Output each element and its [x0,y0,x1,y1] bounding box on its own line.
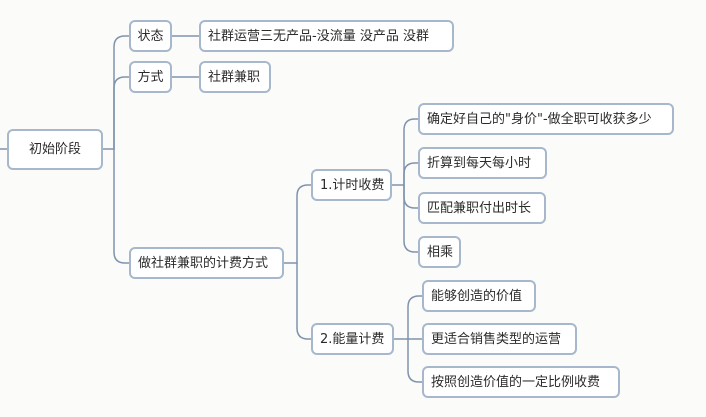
time-trunk-line [392,118,418,186]
capacity-item-node[interactable]: 能够创造的价值 [422,280,536,312]
capacity-item-node[interactable]: 按照创造价值的一定比例收费 [422,366,620,398]
root-to-billing-line [113,149,129,264]
method-detail-node[interactable]: 社群兼职 [199,61,271,93]
time-to-item3-line [403,185,418,209]
capacity-item-node[interactable]: 更适合销售类型的运营 [422,323,577,355]
root-to-method-line [113,76,129,149]
status-detail-node[interactable]: 社群运营三无产品-没流量 没产品 没群 [199,20,454,52]
method-node[interactable]: 方式 [129,61,172,93]
billing-to-capacity-line [296,263,311,340]
billing-trunk-line [284,184,311,264]
capacity-to-item3-line [407,339,422,383]
time-billing-node[interactable]: 1.计时收费 [311,169,392,201]
time-to-item2-line [403,162,418,185]
root-trunk-line [103,35,129,150]
root-node[interactable]: 初始阶段 [7,129,103,170]
billing-node[interactable]: 做社群兼职的计费方式 [129,247,284,279]
time-to-item4-line [403,185,418,253]
status-node[interactable]: 状态 [129,20,172,52]
time-item-node[interactable]: 相乘 [418,236,461,268]
time-item-node[interactable]: 确定好自己的"身价"-做全职可收获多少 [418,103,674,135]
capacity-billing-node[interactable]: 2.能量计费 [311,323,394,355]
time-item-node[interactable]: 匹配兼职付出时长 [418,192,546,224]
time-item-node[interactable]: 折算到每天每小时 [418,147,547,179]
capacity-trunk-line [394,295,422,340]
